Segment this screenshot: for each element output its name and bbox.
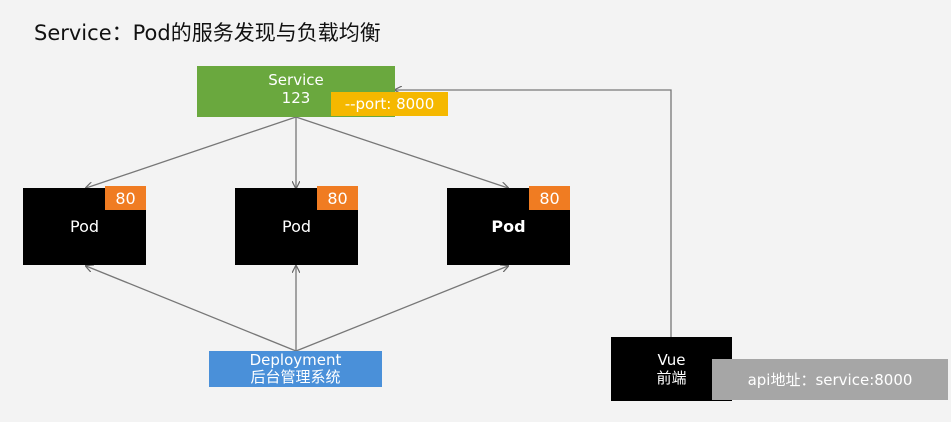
edge-service-pod3 (295, 116, 508, 188)
vue-frontend-node: Vue 前端 (611, 337, 732, 401)
deployment-node: Deployment 后台管理系统 (209, 351, 382, 387)
service-id: 123 (281, 89, 311, 107)
vue-desc: 前端 (656, 369, 687, 387)
edge-service-pod1 (86, 116, 297, 188)
vue-name: Vue (657, 351, 686, 369)
edge-deploy-pod1 (86, 266, 297, 352)
page-title: Service：Pod的服务发现与负载均衡 (34, 21, 381, 45)
deployment-name: Deployment (249, 351, 342, 369)
api-address-label: api地址：service:8000 (712, 359, 948, 400)
pod-port-badge: 80 (529, 186, 570, 210)
pod-port-badge: 80 (317, 186, 358, 210)
pod-port-badge: 80 (105, 186, 146, 210)
pod-node-1: Pod 80 (23, 186, 146, 265)
edge-vue-service (395, 90, 672, 337)
pod-node-3: Pod 80 (447, 186, 570, 265)
service-name: Service (268, 71, 324, 89)
service-port-badge: --port: 8000 (331, 92, 448, 116)
pod-label: Pod (491, 217, 526, 236)
deployment-desc: 后台管理系统 (250, 368, 341, 386)
pod-label: Pod (281, 217, 312, 236)
pod-node-2: Pod 80 (235, 186, 358, 265)
pod-label: Pod (69, 217, 100, 236)
edge-deploy-pod3 (295, 266, 508, 352)
